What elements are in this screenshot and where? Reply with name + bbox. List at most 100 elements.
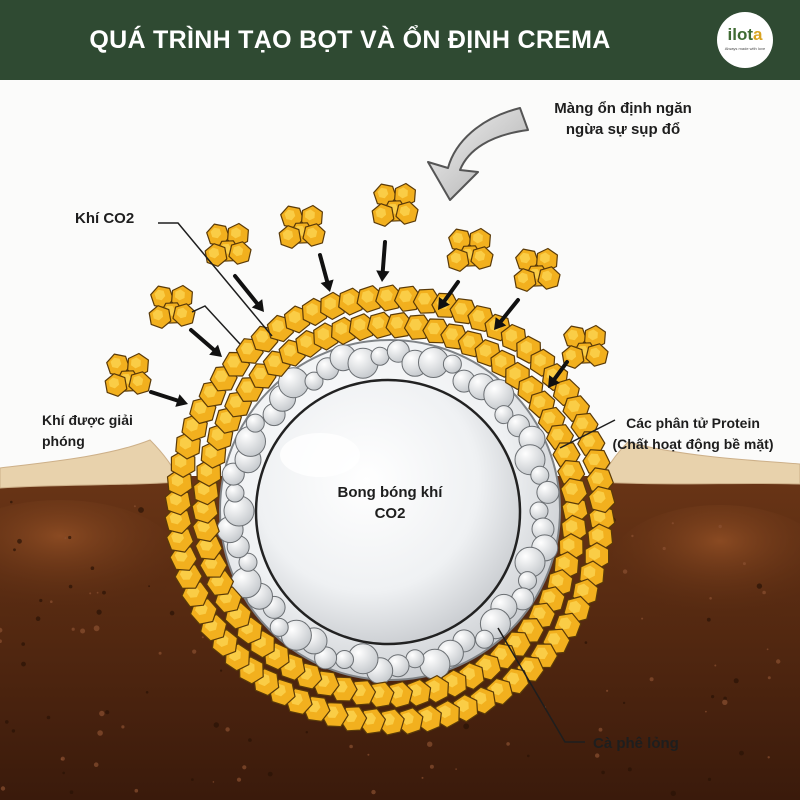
protein-highlight [562,464,576,477]
protein-highlight [131,357,141,369]
coffee-speck [201,636,204,639]
protein-highlight [401,712,414,725]
protein-highlight [382,713,395,726]
protein-highlight [567,400,581,413]
protein-highlight [427,322,441,335]
protein-highlight [210,227,222,239]
coffee-speck [622,701,626,705]
protein-highlight [227,356,241,368]
protein-highlight [472,309,485,323]
protein-highlight [197,482,210,496]
protein-highlight [473,232,483,244]
protein-molecule [174,564,203,589]
coffee-speck [93,762,99,767]
protein-highlight [219,411,233,424]
mini-bubble [335,650,354,669]
protein-highlight [255,330,269,343]
coffee-speck [97,730,103,736]
protein-highlight [517,272,529,284]
arrow-shaft [233,274,260,307]
protein-cluster [371,182,419,227]
coffee-speck [733,678,739,684]
coffee-speck [191,778,194,781]
protein-highlight [186,585,200,598]
protein-highlight [557,446,571,458]
protein-molecule [128,371,152,395]
coffee-speck [89,592,92,595]
protein-shell [164,284,616,736]
coffee-speck [11,729,16,733]
arrow-head [494,317,507,330]
protein-highlight [522,380,534,394]
coffee-speck [96,591,99,594]
protein-cluster [148,284,196,329]
label-co2-gas: Khí CO2 [75,210,135,227]
mini-bubble [475,629,494,649]
mini-bubble [225,483,245,503]
protein-highlight [534,353,546,367]
protein-molecule [470,246,494,270]
protein-molecule [434,699,460,729]
coffee-speck [50,600,53,603]
protein-highlight [253,367,267,380]
protein-highlight [505,329,518,342]
protein-highlight [175,289,185,301]
protein-highlight [171,473,184,487]
protein-highlight [108,377,120,389]
protein-highlight [390,686,404,699]
protein-highlight [371,686,385,699]
protein-cluster [561,324,609,369]
mini-bubble [442,354,462,374]
protein-highlight [520,340,532,354]
coffee-speck [99,710,105,717]
protein-highlight [420,709,433,723]
protein-highlight [353,318,366,332]
protein-highlight [282,229,294,241]
protein-highlight [583,565,596,579]
coffee-speck [158,651,162,655]
protein-molecule [302,223,326,247]
protein-molecule [278,225,302,249]
coffee-speck [709,597,712,600]
protein-molecule [404,678,432,707]
protein-molecule [106,353,130,377]
protein-highlight [551,574,564,587]
protein-cluster [446,227,494,272]
protein-molecule [588,485,616,514]
protein-highlight [543,411,556,424]
coffee-speck [722,699,728,705]
protein-highlight [540,252,550,264]
protein-highlight [398,187,408,199]
label-bubble: Bong bóng khí CO2 [337,484,443,522]
arrow-head [548,375,560,388]
protein-highlight [588,329,598,341]
coffee-speck [17,538,22,544]
protein-highlight [361,290,374,303]
coffee-speck [767,756,770,759]
protein-highlight [194,401,207,415]
protein-highlight [588,547,601,561]
protein-highlight [186,418,199,432]
protein-highlight [229,395,243,408]
label-released-gas: Khí được giải phóng [42,412,133,449]
coffee-speck [71,627,75,631]
coffee-speck [595,753,600,758]
protein-molecule [385,681,413,709]
coffee-speck [13,548,16,552]
protein-highlight [454,302,468,315]
arrow-head [376,270,390,282]
protein-highlight [305,209,315,221]
adsorption-arrow [318,253,334,292]
protein-highlight [494,354,507,368]
protein-molecule [224,601,252,630]
protein-molecule [373,183,397,207]
arrow-shaft [149,390,181,403]
protein-highlight [551,428,564,441]
protein-highlight [132,375,144,387]
protein-highlight [169,511,183,525]
protein-molecule [375,284,403,312]
protein-highlight [283,344,296,357]
arrow-shaft [189,328,217,353]
adsorption-arrows [149,240,569,407]
brand-logo: ilota Always made with love [717,12,773,68]
